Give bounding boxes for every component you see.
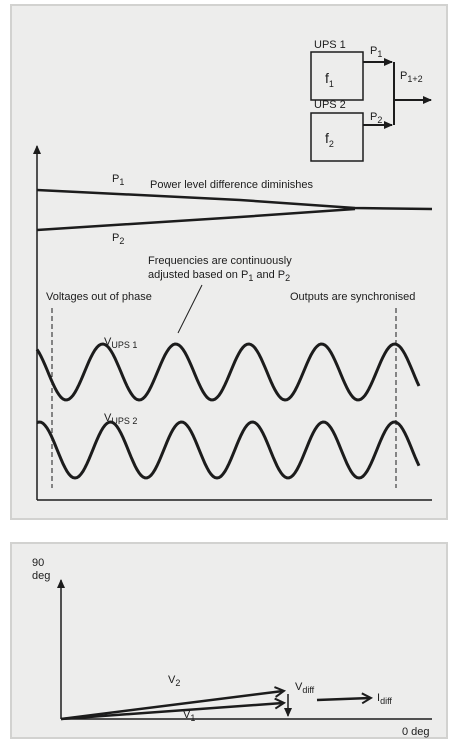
- idiff-label: Idiff: [377, 692, 392, 706]
- y-axis-label-90: 90: [32, 557, 44, 569]
- top-diagram-panel: [10, 4, 448, 520]
- p1-power-curve: [36, 188, 433, 211]
- p2-curve-label: P2: [112, 232, 124, 246]
- frequency-adjust-text-line2: adjusted based on P1 and P2: [148, 269, 290, 283]
- y-axis-label-deg: deg: [32, 570, 50, 582]
- power-difference-text: Power level difference diminishes: [150, 179, 314, 191]
- frequency-adjust-text-line1: Frequencies are continuously: [148, 255, 292, 267]
- v1-label: V1: [183, 709, 195, 723]
- vups2-wave: [36, 420, 421, 480]
- p1-output-label: P1: [370, 45, 382, 59]
- x-axis-label-0deg: 0 deg: [402, 726, 430, 738]
- frequency-pointer-line: [177, 284, 203, 334]
- idiff-arrow: [316, 698, 370, 700]
- v2-phasor-arrow: [60, 691, 283, 721]
- ups2-freq-label: f2: [325, 130, 334, 149]
- vups1-label: VUPS 1: [104, 336, 137, 350]
- vups2-label: VUPS 2: [104, 412, 137, 426]
- p2-power-curve: [36, 207, 356, 232]
- vups1-wave: [35, 342, 421, 402]
- p2-output-label: P2: [370, 111, 382, 125]
- synchronised-text: Outputs are synchronised: [290, 291, 415, 303]
- ups1-label: UPS 1: [314, 39, 346, 51]
- combined-output-label: P1+2: [400, 70, 423, 84]
- ups1-box: [310, 51, 364, 101]
- ups2-label: UPS 2: [314, 99, 346, 111]
- ups2-box: [310, 112, 364, 162]
- p1-curve-label: P1: [112, 173, 124, 187]
- vdiff-label: Vdiff: [295, 681, 315, 695]
- v1-phasor-arrow: [60, 703, 283, 721]
- out-of-phase-text: Voltages out of phase: [46, 291, 152, 303]
- ups1-freq-label: f1: [325, 70, 334, 89]
- ups-block-diagram: UPS 1 f1 UPS 2 f2 P1 P2 P1+2: [310, 39, 432, 162]
- v2-label: V2: [168, 674, 180, 688]
